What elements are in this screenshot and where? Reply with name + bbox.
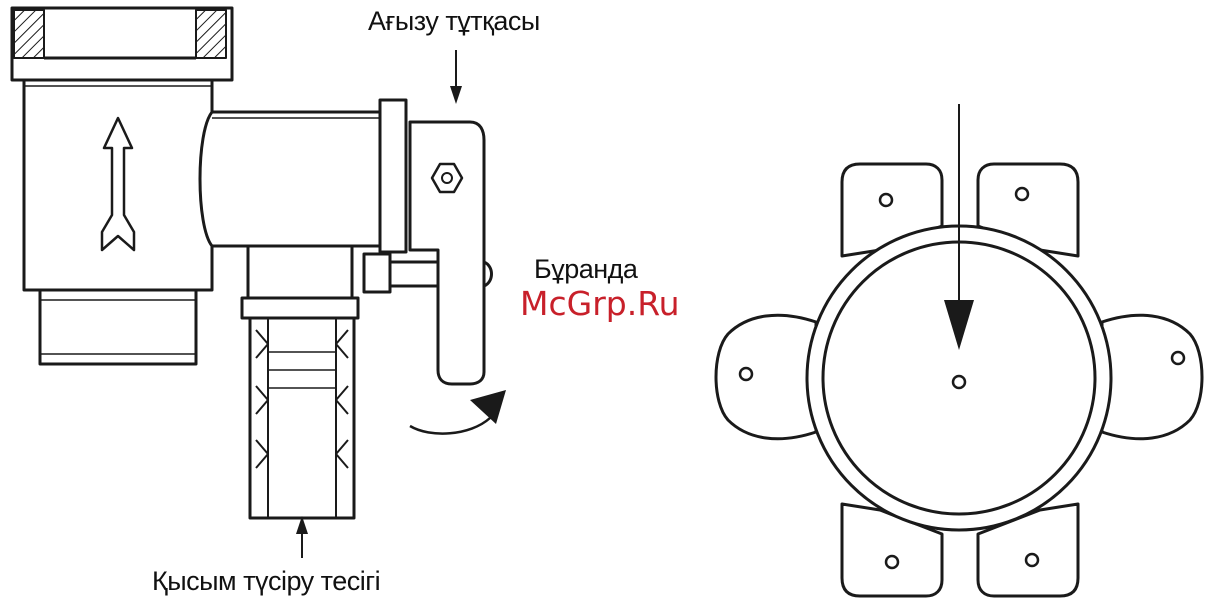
- side-outlet-pipe: [200, 112, 380, 246]
- hole-pointer-arrow: [296, 516, 308, 558]
- pressure-relief-hole-label: Қысым түсіру тесігі: [152, 566, 380, 597]
- rotation-arrow: [410, 390, 506, 434]
- top-threaded-socket: [12, 8, 232, 80]
- drain-pipe: [242, 246, 358, 518]
- watermark: McGrp.Ru: [520, 284, 680, 323]
- bottom-male-thread: [40, 290, 196, 364]
- flange-lug-right: [1102, 315, 1202, 439]
- drain-handle-label: Ағызу тұтқасы: [368, 6, 540, 37]
- safety-valve-drawing: [12, 8, 506, 558]
- nut-label: Бұранда: [534, 254, 637, 285]
- drain-handle: [380, 100, 484, 384]
- flange-lug-left: [716, 315, 816, 439]
- mounting-flange-drawing: [716, 104, 1202, 596]
- handle-pointer-arrow: [450, 50, 462, 104]
